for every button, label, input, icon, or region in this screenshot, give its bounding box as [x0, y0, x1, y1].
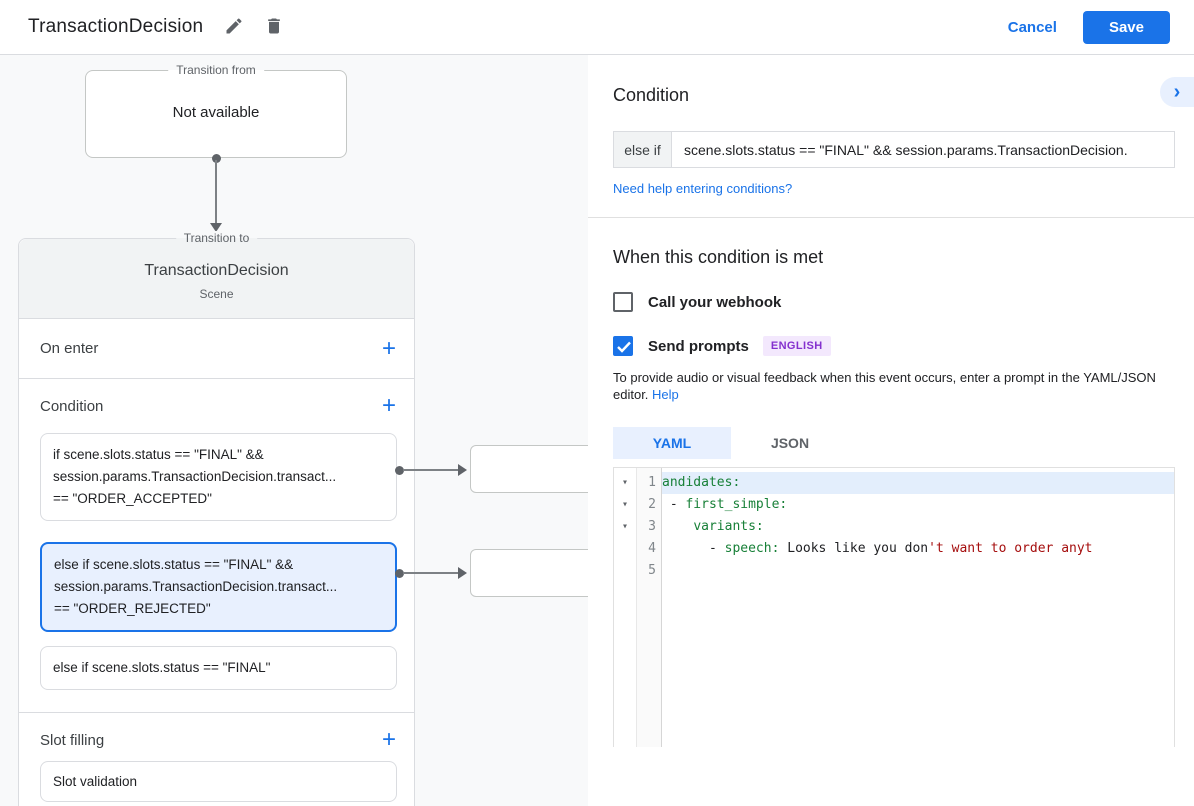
connector-dot [212, 154, 221, 163]
editor-tabs: YAML JSON [613, 427, 1175, 459]
webhook-label: Call your webhook [648, 293, 782, 311]
panel-title: Condition [613, 85, 690, 105]
editor-code-area[interactable]: andidates: - first_simple: variants: - s… [662, 468, 1174, 747]
condition-detail-panel: › Condition else if scene.slots.status =… [588, 55, 1194, 806]
save-button[interactable]: Save [1082, 10, 1170, 44]
scene-type-label: Scene [199, 287, 234, 301]
scene-name: TransactionDecision [144, 262, 289, 279]
yaml-code-editor[interactable]: ▾ ▾ ▾ 1 2 3 4 5 andidates: - first_simpl… [613, 467, 1175, 747]
transition-from-value: Not available [172, 104, 260, 121]
code-token: - [662, 497, 686, 512]
edit-button[interactable] [223, 16, 245, 38]
pencil-icon [224, 16, 244, 39]
language-badge: ENGLISH [762, 336, 831, 356]
send-prompts-checkbox[interactable] [613, 336, 633, 356]
line-number: 5 [648, 563, 656, 578]
connector-line [215, 160, 217, 224]
send-prompts-label: Send prompts [648, 337, 749, 355]
arrow-right-icon [458, 464, 467, 476]
connector-line [403, 469, 461, 471]
scene-graph-canvas: Transition from Not available Transition… [0, 55, 588, 806]
condition-expression-field: else if scene.slots.status == "FINAL" &&… [613, 131, 1175, 168]
slot-validation-card[interactable]: Slot validation [40, 761, 397, 802]
page-title: TransactionDecision [28, 16, 204, 37]
code-token: andidates: [662, 475, 741, 490]
connector-dot [395, 466, 404, 475]
code-token: 't want to order anyt [928, 541, 1093, 556]
prompt-description-text: To provide audio or visual feedback when… [613, 370, 1156, 402]
transition-to-legend: Transition to [175, 231, 258, 245]
call-webhook-row[interactable]: Call your webhook [613, 292, 1175, 312]
fold-arrow-icon[interactable]: ▾ [621, 521, 629, 532]
arrow-down-icon [210, 223, 222, 232]
transition-to-card: Transition to TransactionDecision Scene … [18, 231, 415, 806]
tab-json[interactable]: JSON [770, 435, 810, 451]
condition-prefix-label: else if [614, 132, 672, 167]
scene-header[interactable]: TransactionDecision Scene [19, 239, 414, 319]
code-line: variants: [662, 516, 1174, 538]
help-link[interactable]: Help [652, 387, 679, 402]
transition-from-legend: Transition from [168, 63, 264, 77]
code-line: - speech: Looks like you don't want to o… [662, 538, 1174, 560]
line-number: 3 [648, 519, 656, 534]
editor-line-numbers: 1 2 3 4 5 [636, 468, 662, 747]
transition-target-box[interactable] [470, 549, 588, 597]
condition-card-order-accepted[interactable]: if scene.slots.status == "FINAL" && sess… [40, 433, 397, 521]
trash-icon [264, 16, 284, 39]
line-number: 4 [648, 541, 656, 556]
condition-expression-input[interactable]: scene.slots.status == "FINAL" && session… [684, 141, 1128, 158]
code-token: variants: [693, 519, 764, 534]
condition-section-label: Condition [40, 397, 104, 415]
condition-card-order-rejected[interactable]: else if scene.slots.status == "FINAL" &&… [40, 542, 397, 632]
connector-dot [395, 569, 404, 578]
condition-section: Condition + if scene.slots.status == "FI… [19, 379, 414, 690]
prompt-description: To provide audio or visual feedback when… [613, 369, 1178, 403]
conditions-help-link[interactable]: Need help entering conditions? [613, 181, 793, 196]
on-enter-label: On enter [40, 340, 99, 357]
collapse-panel-button[interactable]: › [1160, 77, 1194, 107]
code-token: first_simple: [685, 497, 788, 512]
send-prompts-row[interactable]: Send prompts ENGLISH [613, 336, 1175, 356]
chevron-right-icon: › [1173, 81, 1181, 103]
when-met-title: When this condition is met [613, 247, 824, 267]
code-token: speech: [724, 541, 780, 556]
delete-button[interactable] [263, 16, 285, 38]
code-line: - first_simple: [662, 494, 1174, 516]
code-line: andidates: [662, 472, 1174, 494]
add-condition-button[interactable]: + [381, 392, 396, 419]
tab-yaml[interactable]: YAML [613, 427, 731, 459]
code-token: Looks like you don [779, 541, 929, 556]
add-slot-button[interactable]: + [381, 726, 396, 753]
cancel-button[interactable]: Cancel [1007, 18, 1057, 36]
connector-line [403, 572, 461, 574]
code-token: - [662, 541, 725, 556]
section-divider [588, 217, 1194, 218]
condition-card-final[interactable]: else if scene.slots.status == "FINAL" [40, 646, 397, 690]
line-number: 1 [648, 475, 656, 490]
transition-target-box[interactable] [470, 445, 588, 493]
slot-filling-section: Slot filling + Slot validation [19, 712, 414, 806]
webhook-checkbox[interactable] [613, 292, 633, 312]
add-on-enter-button[interactable]: + [381, 334, 396, 362]
fold-arrow-icon[interactable]: ▾ [621, 477, 629, 488]
editor-fold-gutter: ▾ ▾ ▾ [614, 468, 636, 747]
line-number: 2 [648, 497, 656, 512]
on-enter-row[interactable]: On enter + [19, 319, 414, 379]
check-icon [617, 341, 631, 353]
top-bar: TransactionDecision Cancel Save [0, 0, 1194, 55]
transition-from-box[interactable]: Transition from Not available [85, 63, 347, 158]
code-line [662, 560, 1174, 582]
code-token [662, 519, 693, 534]
slot-filling-label: Slot filling [40, 731, 105, 749]
fold-arrow-icon[interactable]: ▾ [621, 499, 629, 510]
arrow-right-icon [458, 567, 467, 579]
